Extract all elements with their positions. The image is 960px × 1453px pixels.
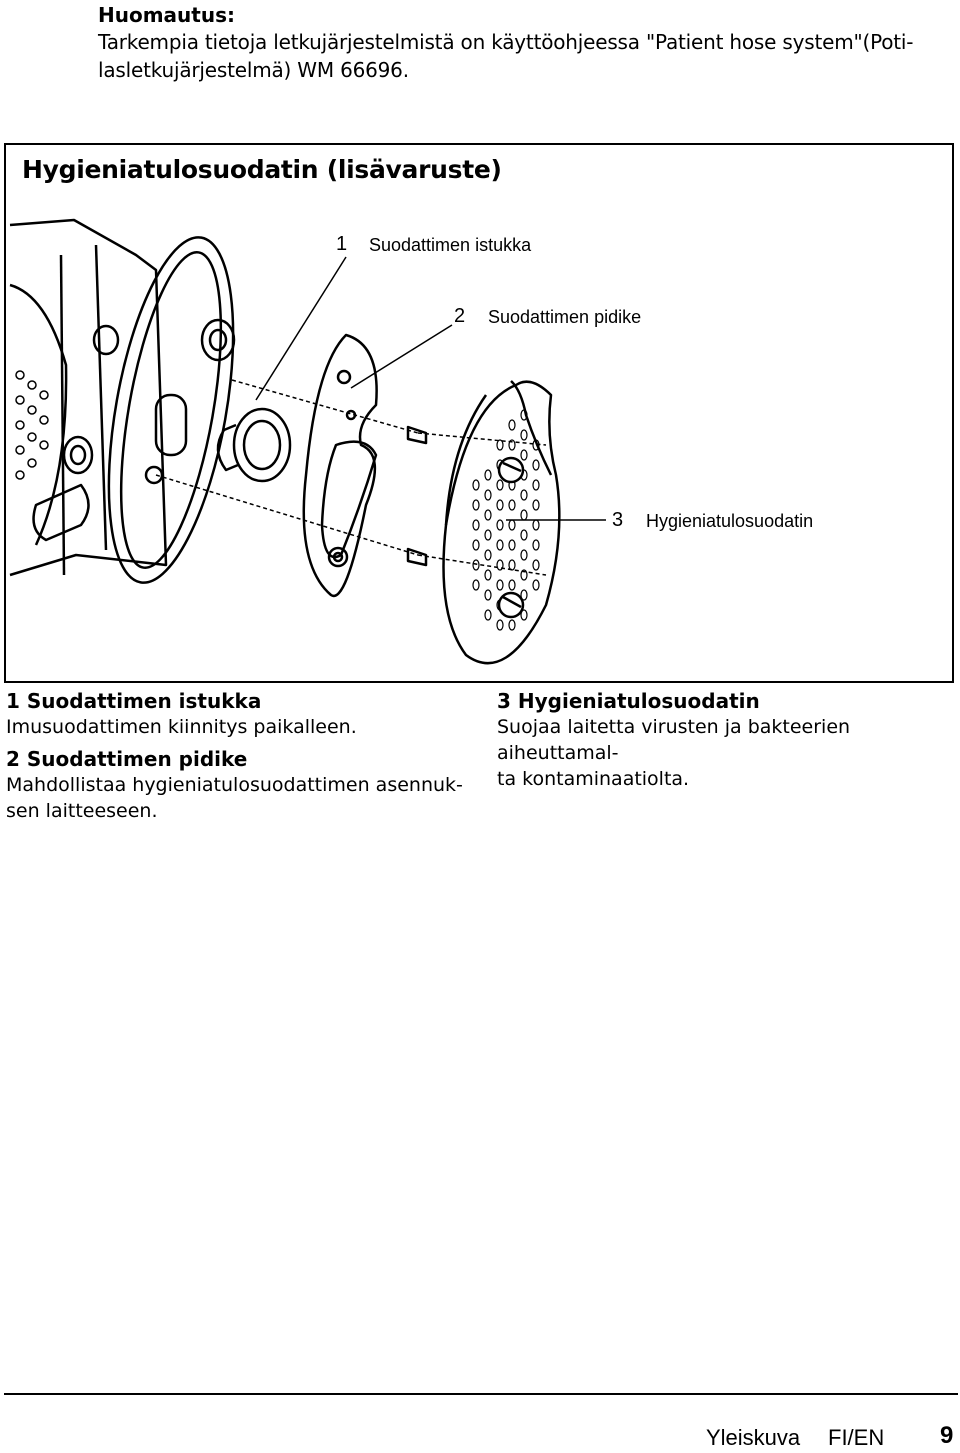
description-3-text-line-1: Suojaa laitetta virusten ja bakteerien a… (497, 716, 851, 764)
description-3-text-line-2: ta kontaminaatiolta. (497, 768, 690, 790)
description-2-text-line-2: sen laitteeseen. (6, 800, 158, 822)
callout-1-number: 1 (336, 233, 348, 255)
callout-3-number: 3 (612, 509, 624, 531)
description-1-text: Imusuodattimen kiinnitys paikalleen. (6, 716, 357, 738)
description-1-heading: 1 Suodattimen istukka (6, 689, 262, 713)
description-column-left: 1 Suodattimen istukka Imusuodattimen kii… (6, 688, 476, 824)
footer-rule (4, 1393, 958, 1395)
note-line-2: lasletkujärjestelmä) WM 66696. (98, 58, 409, 82)
callout-1-label: Suodattimen istukka (369, 235, 532, 255)
description-3-heading: 3 Hygieniatulosuodatin (497, 689, 760, 713)
filter-exploded-illustration (9, 218, 606, 665)
callout-2-number: 2 (454, 305, 466, 327)
note-block: Huomautus: Tarkempia tietoja letkujärjes… (98, 2, 948, 84)
description-2-text-line-1: Mahdollistaa hygieniatulosuodattimen ase… (6, 774, 463, 796)
description-2-heading: 2 Suodattimen pidike (6, 747, 248, 771)
footer-language: FI/EN (828, 1425, 885, 1450)
figure-box: Hygieniatulosuodatin (lisävaruste) 1 Suo… (4, 143, 954, 683)
callout-2-label: Suodattimen pidike (488, 307, 642, 327)
figure-title: Hygieniatulosuodatin (lisävaruste) (22, 155, 502, 184)
page-number: 9 (940, 1422, 954, 1449)
note-title: Huomautus: (98, 3, 235, 27)
callout-3-label: Hygieniatulosuodatin (646, 511, 814, 531)
description-column-right: 3 Hygieniatulosuodatin Suojaa laitetta v… (497, 688, 957, 792)
footer-section: Yleiskuva (706, 1425, 801, 1450)
note-line-1: Tarkempia tietoja letkujärjestelmistä on… (98, 30, 914, 54)
